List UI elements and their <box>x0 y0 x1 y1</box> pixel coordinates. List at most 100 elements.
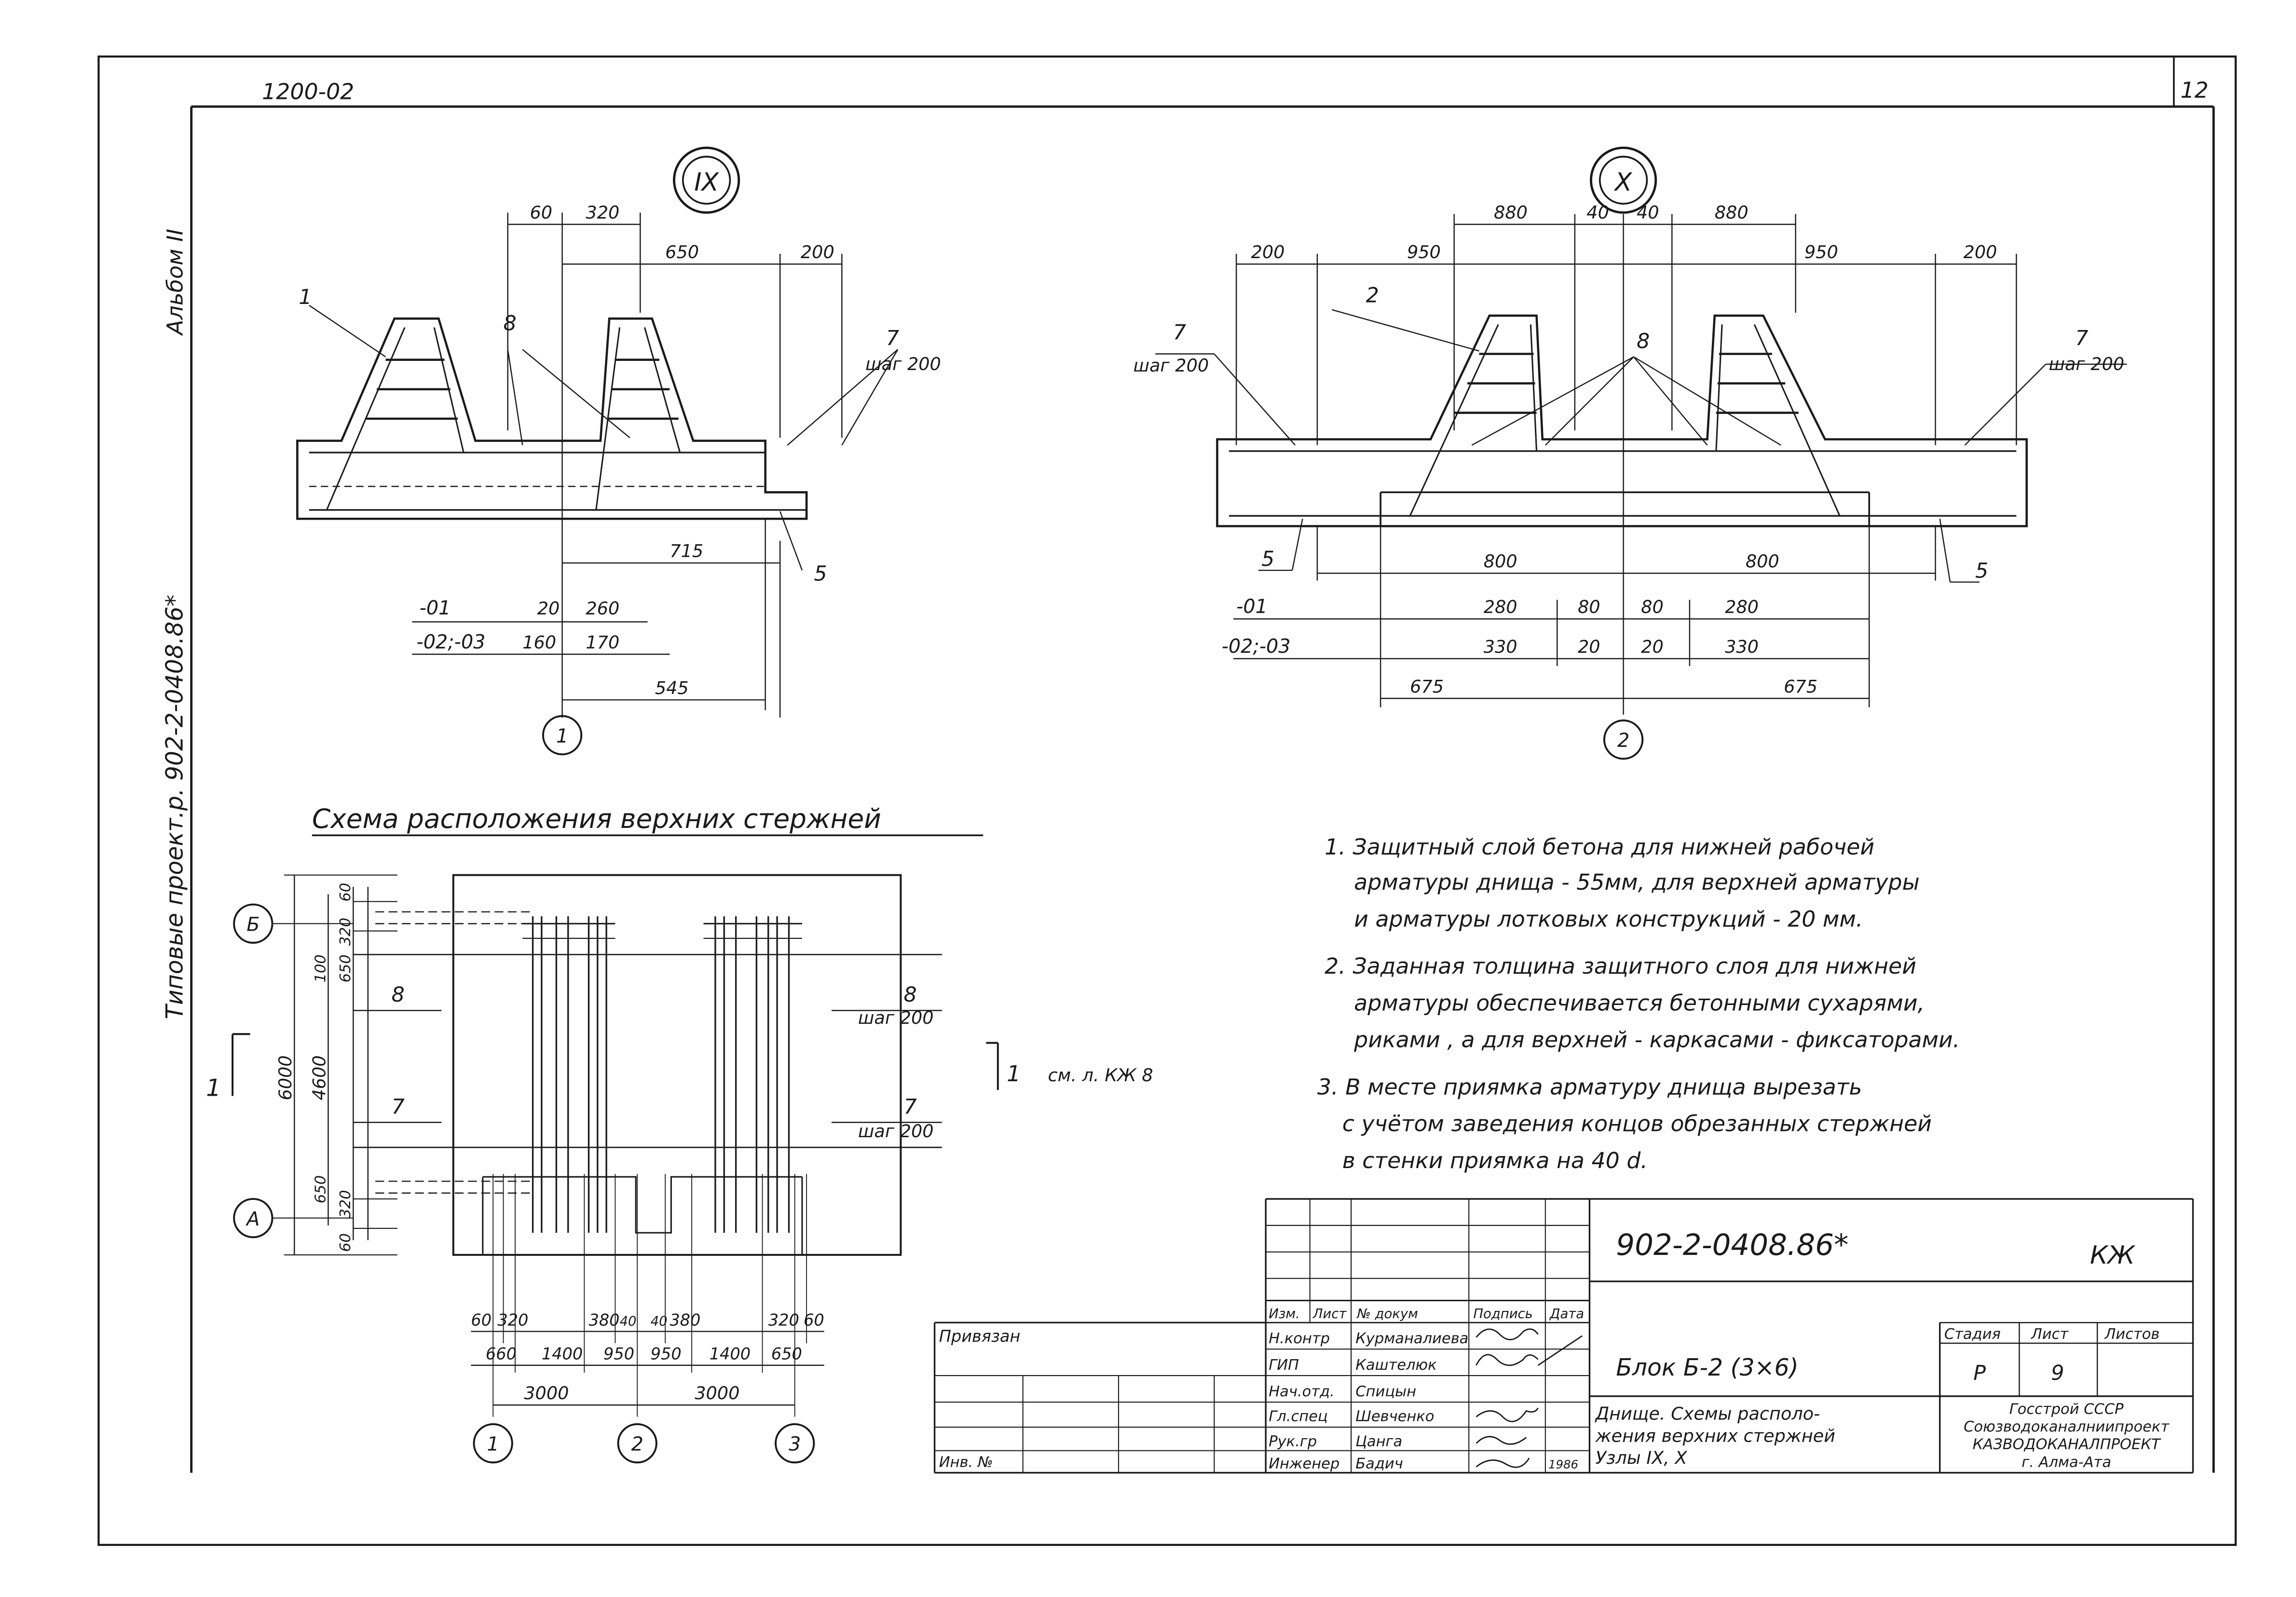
sch-v-320-bot: 320 <box>337 1190 354 1218</box>
stamp-stage: Р <box>1973 1361 1986 1385</box>
ix-callout-8: 8 <box>504 312 517 336</box>
stamp-title-1: Днище. Схемы располо- <box>1595 1404 1820 1424</box>
stamp-role-1: Н.контр <box>1269 1330 1330 1347</box>
note-line-2: арматуры днища - 55мм, для верхней армат… <box>1354 869 1919 895</box>
x-row02-330-r: 330 <box>1725 636 1759 657</box>
sch-b3-3000-r: 3000 <box>695 1383 739 1404</box>
sch-v-60-bot: 60 <box>337 1233 354 1252</box>
node-ix-label: IX <box>673 146 740 214</box>
node-x-section <box>1216 314 2028 527</box>
sch-b2-950-l: 950 <box>603 1345 634 1363</box>
sch-label-7-l: 7 <box>392 1095 405 1119</box>
note-line-1: 1. Защитный слой бетона для нижней рабоч… <box>1325 834 1874 860</box>
sch-b2-1400-r: 1400 <box>710 1345 751 1363</box>
axis-a-label: А <box>245 1208 260 1230</box>
x-callout-7-l: 7 <box>1173 320 1186 344</box>
sch-b3-3000-l: 3000 <box>524 1383 569 1404</box>
ix-leaders <box>309 304 899 571</box>
note-line-4: 2. Заданная толщина защитного слоя для н… <box>1325 953 1916 979</box>
sch-b2-950-r: 950 <box>651 1345 682 1363</box>
x-callout-8: 8 <box>1637 329 1650 353</box>
stamp-name-4: Шевченко <box>1355 1408 1434 1425</box>
sch-b2-1400-l: 1400 <box>542 1345 583 1363</box>
sheet-number: 12 <box>2180 78 2208 103</box>
x-axis-num: 2 <box>1617 730 1629 752</box>
side-title: Типовые проект.р. 902-2-0408.86* <box>161 595 188 1019</box>
section-mark-num: 1 <box>206 1074 221 1101</box>
stamp-role-6: Инженер <box>1269 1455 1339 1472</box>
x-callout-5-r: 5 <box>1975 559 1988 583</box>
stamp-name-6: Бадич <box>1355 1455 1403 1472</box>
x-step-l: шаг 200 <box>1133 355 1209 376</box>
ix-dim-20: 20 <box>537 598 560 619</box>
sch-v-4600: 4600 <box>309 1055 329 1100</box>
sch-v-650-top: 650 <box>337 954 354 982</box>
ix-dim-650: 650 <box>665 242 699 262</box>
x-dim-950-l: 950 <box>1407 242 1441 262</box>
x-dim-40-r: 40 <box>1637 202 1659 223</box>
section-ref-text: см. л. КЖ 8 <box>1048 1065 1153 1086</box>
note-line-8: с учётом заведения концов обрезанных сте… <box>1342 1111 1932 1137</box>
x-dim-200-l: 200 <box>1251 242 1285 262</box>
scheme-axis-a: А <box>233 1198 354 1239</box>
node-ix-dimensions <box>412 212 843 718</box>
x-dim-950-r: 950 <box>1804 242 1838 262</box>
note-line-5: арматуры обеспечивается бетонными сухаря… <box>1354 990 1925 1016</box>
stamp-signatures <box>1476 1328 1583 1468</box>
sch-b1-60-r: 60 <box>804 1310 824 1329</box>
x-dim-40-l: 40 <box>1586 202 1609 223</box>
ix-level-02: -02;-03 <box>417 631 486 653</box>
x-step-r: шаг 200 <box>2049 354 2124 374</box>
sch-b2-650: 650 <box>771 1345 802 1363</box>
stamp-grid <box>933 1198 2194 1474</box>
ix-axis-num: 1 <box>556 725 568 747</box>
ix-dim-200: 200 <box>801 242 834 262</box>
x-row02-330-l: 330 <box>1484 636 1517 657</box>
stamp-org-1: Госстрой СССР <box>2009 1401 2124 1418</box>
x-leaders <box>1155 309 2127 583</box>
sch-axis-1: 1 <box>487 1433 499 1456</box>
stamp-block: Блок Б-2 (3×6) <box>1616 1354 1798 1381</box>
sch-axis-3: 3 <box>789 1433 801 1456</box>
stamp-name-5: Цанга <box>1355 1433 1402 1450</box>
sheet-frame <box>97 55 2237 1546</box>
stamp-hdr-date: Дата <box>1549 1307 1584 1322</box>
ix-dim-60: 60 <box>530 202 552 223</box>
stamp-sheet: 9 <box>2051 1361 2064 1385</box>
x-row01-280-l: 280 <box>1484 597 1517 618</box>
stamp-title-2: жения верхних стержней <box>1595 1425 1835 1446</box>
sch-v-60-top: 60 <box>337 883 354 902</box>
sch-step-8: шаг 200 <box>858 1007 934 1028</box>
axis-b-label: Б <box>246 914 260 936</box>
x-dim-675-l: 675 <box>1410 676 1444 697</box>
sch-label-8-l: 8 <box>392 983 405 1007</box>
x-callout-7-r: 7 <box>2075 326 2088 350</box>
x-row02-20-l: 20 <box>1578 636 1600 657</box>
x-row02-20-r: 20 <box>1641 636 1664 657</box>
sch-b1-60-l: 60 <box>471 1310 492 1329</box>
sch-b1-320-l: 320 <box>497 1310 528 1329</box>
sch-b1-320-r: 320 <box>768 1310 799 1329</box>
x-axis-marker: 2 <box>1603 719 1644 760</box>
scheme-axes-bottom: 1 2 3 <box>473 1423 815 1464</box>
x-row01-80-r: 80 <box>1641 597 1664 618</box>
ix-dim-715: 715 <box>670 541 703 562</box>
stamp-role-5: Рук.гр <box>1269 1433 1317 1450</box>
stamp-sheets-hdr: Листов <box>2104 1326 2159 1343</box>
sch-step-7: шаг 200 <box>858 1121 934 1142</box>
stamp-org-3: КАЗВОДОКАНАЛПРОЕКТ <box>1973 1436 2161 1453</box>
notes: 1. Защитный слой бетона для нижней рабоч… <box>1317 834 1960 1173</box>
stamp-title-3: Узлы IX, X <box>1596 1447 1688 1468</box>
sch-label-7-r: 7 <box>903 1095 916 1119</box>
ix-dim-545: 545 <box>655 677 689 698</box>
x-level-01: -01 <box>1236 596 1268 618</box>
x-callout-5-l: 5 <box>1261 547 1274 571</box>
ix-dim-260: 260 <box>586 598 619 619</box>
section-mark-left <box>232 1033 250 1096</box>
sch-b2-660: 660 <box>486 1345 517 1363</box>
x-dim-800-l: 800 <box>1484 551 1517 572</box>
sch-b1-380-l: 380 <box>589 1310 620 1329</box>
note-line-3: и арматуры лотковых конструкций - 20 мм. <box>1354 906 1863 932</box>
x-dim-675-r: 675 <box>1784 676 1818 697</box>
